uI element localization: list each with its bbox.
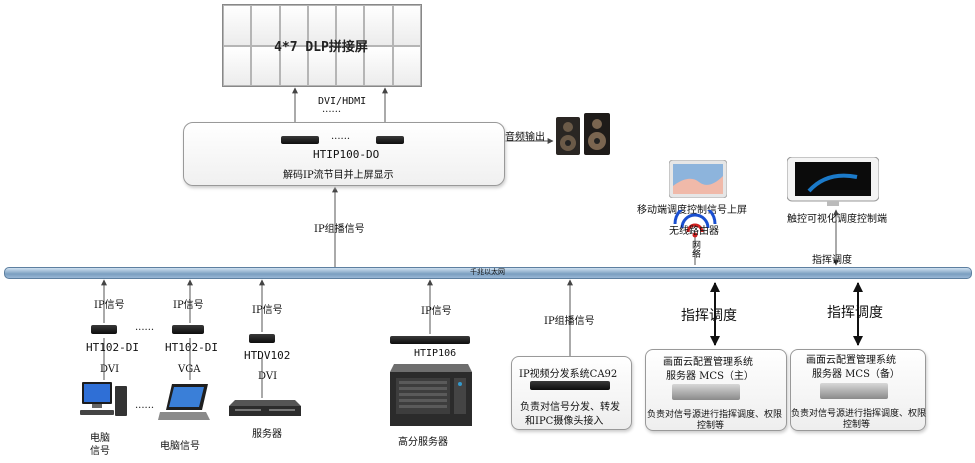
encoder2-signal-label: IP信号 xyxy=(173,300,204,311)
touch-monitor-icon xyxy=(787,157,879,206)
decoder-device-name: HTIP100-DO xyxy=(313,148,380,161)
network-vertical-label: 网络 xyxy=(690,240,700,258)
encoder2-device-icon xyxy=(172,325,204,334)
touch-dispatch-label: 指挥调度 xyxy=(812,255,852,266)
speaker-icon xyxy=(556,113,610,155)
gigabit-ethernet-bus xyxy=(4,267,972,279)
mobile-control-label: 移动端调度控制信号上屏 xyxy=(637,205,747,216)
mcs-backup-title-line2: 服务器 MCS（备） xyxy=(812,369,900,380)
encoder3-source-label: 服务器 xyxy=(252,429,282,440)
audio-output-label: 音频输出 xyxy=(505,132,545,143)
decoder-device-icon-2 xyxy=(376,136,404,144)
encoder1-port: DVI xyxy=(100,364,120,375)
ca92-multicast-label: IP组播信号 xyxy=(544,316,595,327)
encoder3-name: HTDV102 xyxy=(244,349,291,362)
link-label-dvi-hdmi: DVI/HDMI xyxy=(318,96,367,107)
encoder-dots: ...... xyxy=(135,322,155,333)
ca92-panel xyxy=(511,356,632,430)
encoder1-source-label: 电脑信号 xyxy=(90,433,110,457)
highres-signal-label: IP信号 xyxy=(421,306,452,317)
network-label: 千兆以太网 xyxy=(470,268,505,276)
ca92-desc-line1: 负责对信号分发、转发 xyxy=(520,402,620,413)
mcs-main-dispatch-label: 指挥调度 xyxy=(681,308,737,324)
multicast-label-decoder: IP组播信号 xyxy=(314,224,365,235)
mcs-backup-desc-line1: 负责对信号源进行指挥调度、权限 xyxy=(791,409,927,419)
tablet-icon xyxy=(669,160,727,198)
server-icon xyxy=(229,400,301,416)
encoder2-name: HT102-DI xyxy=(165,341,218,354)
decoder-description: 解码IP流节目并上屏显示 xyxy=(283,170,394,181)
encoder1-signal-label: IP信号 xyxy=(94,300,125,311)
laptop-icon xyxy=(158,384,210,420)
decoder-device-dots: ...... xyxy=(331,131,351,142)
source-dots: ...... xyxy=(135,400,155,411)
mcs-backup-dispatch-label: 指挥调度 xyxy=(827,305,883,321)
decoder-panel xyxy=(183,122,505,186)
highres-device-icon xyxy=(390,336,470,344)
encoder2-source-label: 电脑信号 xyxy=(160,441,200,452)
dlp-video-wall xyxy=(222,4,422,87)
encoder3-port: DVI xyxy=(258,371,278,382)
dlp-wall-title: 4*7 DLP拼接屏 xyxy=(274,40,368,55)
touch-control-label: 触控可视化调度控制端 xyxy=(787,214,887,225)
link-dots: ...... xyxy=(322,104,342,115)
highres-source-label: 高分服务器 xyxy=(398,437,448,448)
mcs-main-title-line2: 服务器 MCS（主） xyxy=(666,371,754,382)
ca92-desc-line2: 和IPC摄像头接入 xyxy=(525,416,604,427)
encoder1-device-icon xyxy=(91,325,117,334)
mcs-main-desc-line2: 控制等 xyxy=(697,421,725,431)
highres-server-icon xyxy=(390,364,472,426)
desktop-pc-icon xyxy=(80,382,127,416)
mcs-backup-desc-line2: 控制等 xyxy=(843,420,871,430)
ca92-title: IP视频分发系统CA92 xyxy=(519,369,618,380)
encoder3-device-icon xyxy=(249,334,275,343)
mcs-main-desc-line1: 负责对信号源进行指挥调度、权限 xyxy=(647,410,783,420)
mcs-backup-title-line1: 画面云配置管理系统 xyxy=(806,355,896,366)
mcs-backup-server-icon xyxy=(820,383,888,399)
encoder1-name: HT102-DI xyxy=(86,341,139,354)
ca92-device-icon xyxy=(530,381,610,390)
mcs-main-title-line1: 画面云配置管理系统 xyxy=(663,357,753,368)
wifi-router-icon xyxy=(673,210,717,238)
decoder-device-icon xyxy=(281,136,319,144)
mcs-main-server-icon xyxy=(672,384,740,400)
encoder3-signal-label: IP信号 xyxy=(252,305,283,316)
router-label: 无线路由器 xyxy=(669,226,719,237)
highres-device-name: HTIP106 xyxy=(414,348,457,359)
encoder2-port: VGA xyxy=(178,364,201,375)
